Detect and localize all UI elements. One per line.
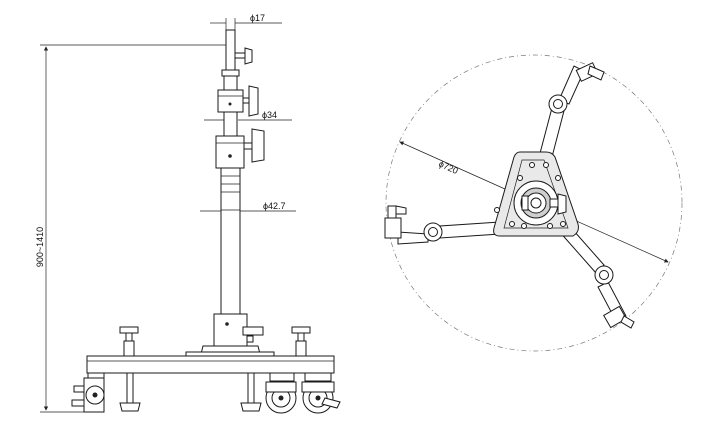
caster-middle (265, 372, 297, 414)
third-lock-knob (243, 128, 265, 163)
caster-left-end (384, 205, 407, 239)
mid-tube-diameter-dimension: ϕ34 (204, 110, 292, 121)
center-hub (513, 180, 559, 226)
caster-lower-right-end (603, 305, 635, 329)
base-plate (86, 355, 335, 374)
arm-left (397, 221, 501, 245)
socket-lock-knob (242, 326, 264, 343)
leveling-knob-right (291, 326, 311, 357)
hub-lock-knob (549, 193, 567, 215)
top-tube (225, 29, 236, 75)
side-view: 900~1410 ϕ17 (35, 13, 341, 414)
top-collar (221, 69, 240, 77)
low-tube-diameter-dimension: ϕ42.7 (200, 201, 296, 212)
third-collar (215, 135, 245, 169)
height-dimension: 900~1410 (35, 44, 232, 413)
top-view: ϕ720 (384, 54, 683, 352)
footprint-circle (385, 54, 683, 352)
top-lock-knob (234, 47, 253, 65)
lower-tube (220, 167, 241, 317)
low-tube-diameter-label: ϕ42.7 (263, 201, 286, 211)
top-tube-diameter-dimension: ϕ17 (210, 13, 282, 46)
second-lock-knob (242, 85, 259, 117)
third-tube (223, 111, 238, 137)
mid-tube-diameter-label: ϕ34 (262, 110, 277, 120)
height-range-label: 900~1410 (35, 227, 45, 267)
leveling-foot-middle (240, 372, 262, 412)
leveling-foot-left (119, 372, 141, 412)
arm-lower-right (557, 221, 627, 322)
base-socket (213, 313, 248, 347)
caster-left (71, 372, 105, 413)
second-collar (217, 89, 244, 113)
caster-right (301, 372, 341, 414)
caster-top-end (575, 62, 605, 82)
top-tube-diameter-label: ϕ17 (250, 13, 265, 23)
leveling-knob-left (119, 326, 139, 357)
footprint-diameter-label: ϕ720 (437, 159, 459, 176)
